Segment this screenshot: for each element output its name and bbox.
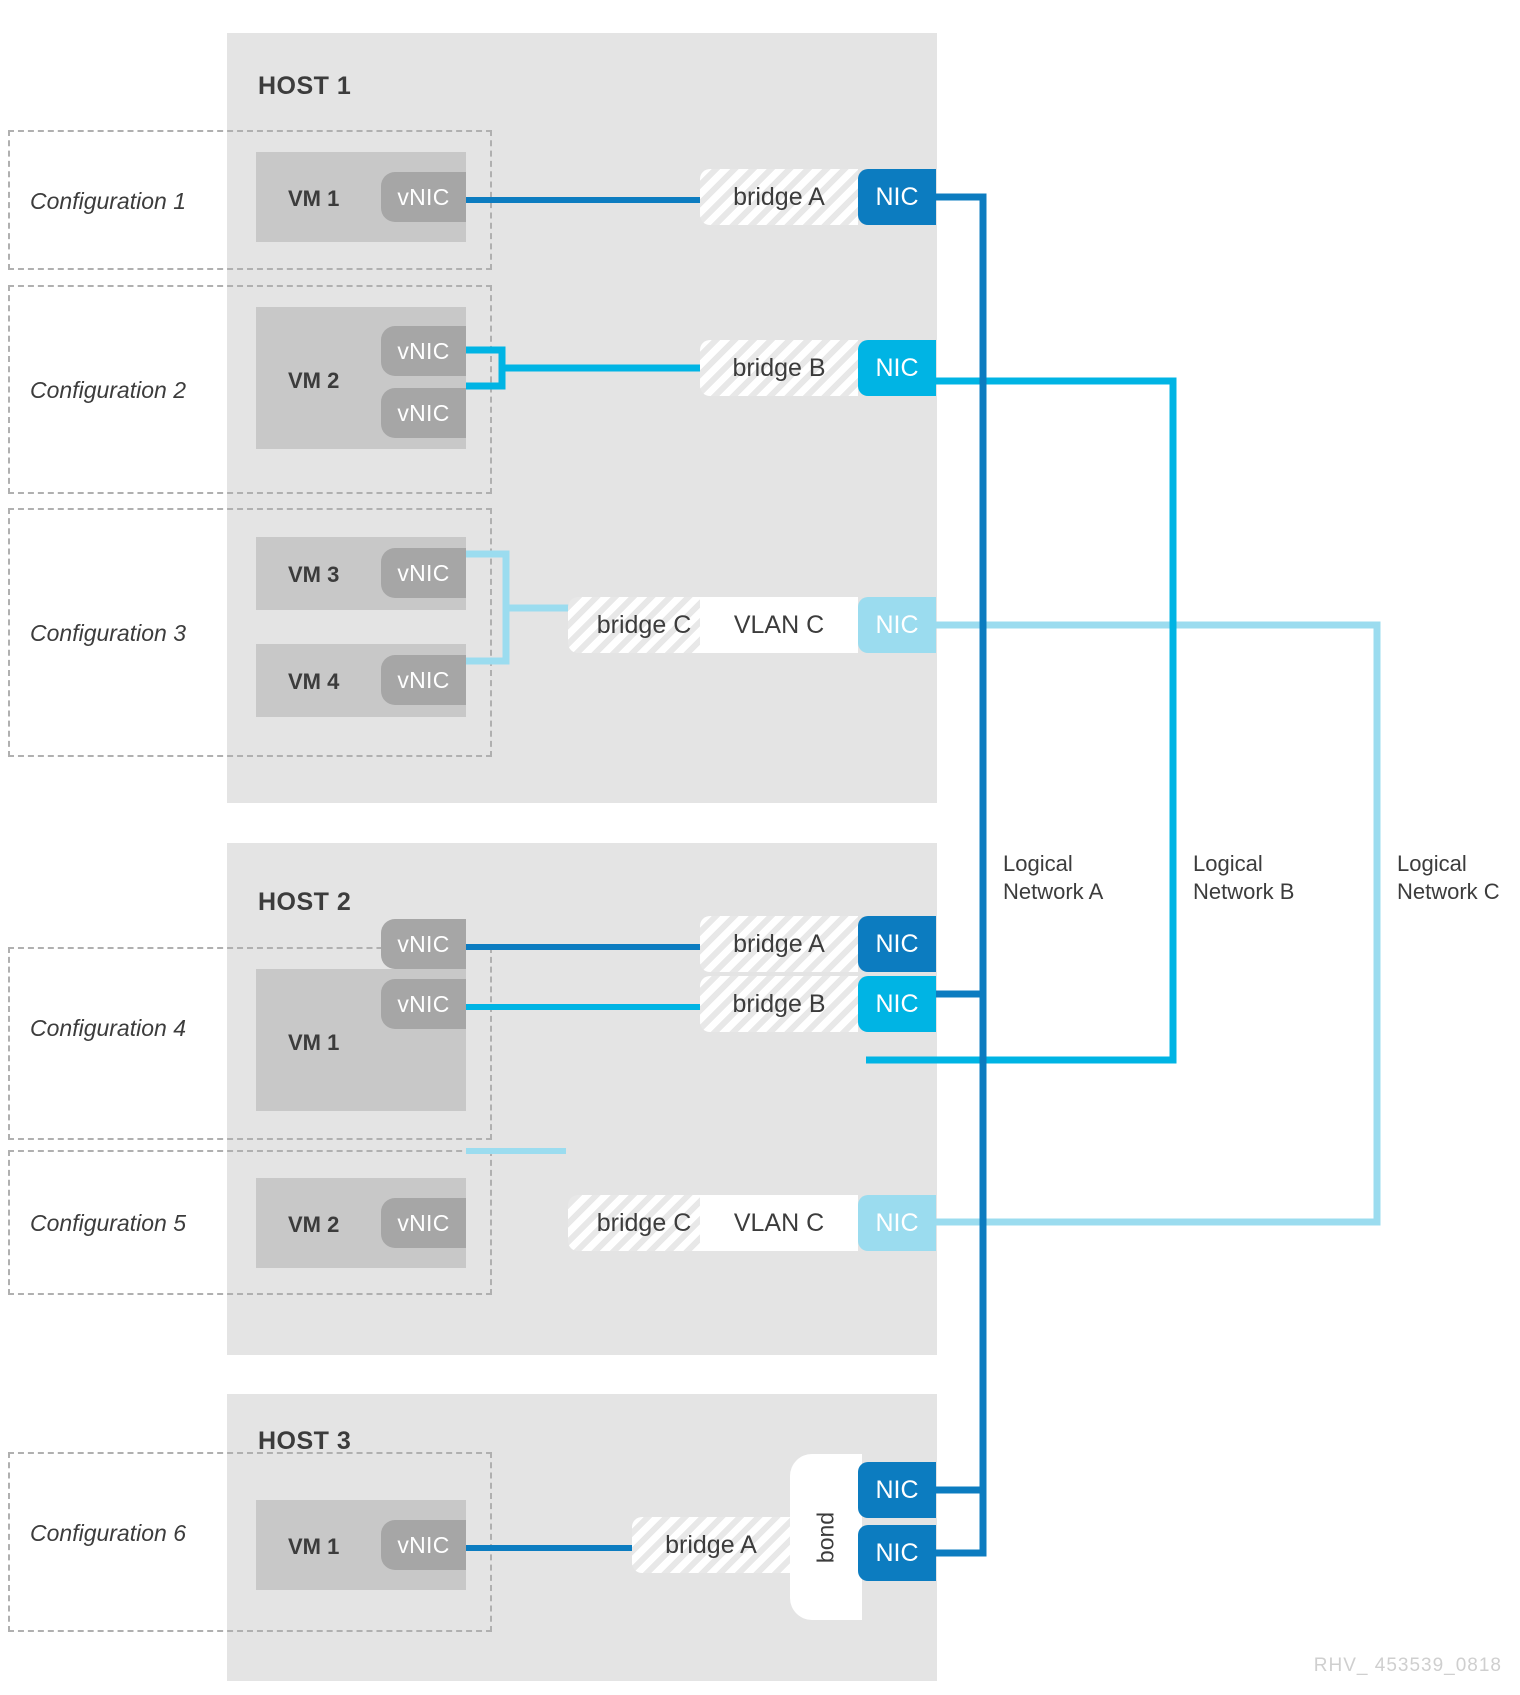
bridge-h1-b[interactable]: bridge B bbox=[700, 340, 858, 396]
logical-network-a-label: Logical Network A bbox=[1003, 851, 1104, 904]
logical-network-b-label: Logical Network B bbox=[1193, 851, 1295, 904]
configuration-label-1: Configuration 1 bbox=[30, 188, 186, 214]
nic-h2-c[interactable]: NIC bbox=[858, 1195, 936, 1251]
vm-label-h2-vm2: VM 2 bbox=[288, 1212, 340, 1237]
configuration-label-4: Configuration 4 bbox=[30, 1015, 186, 1041]
bridge-h1-a[interactable]: bridge A bbox=[700, 169, 858, 225]
configuration-box-4 bbox=[8, 947, 492, 1140]
nic-h1-c[interactable]: NIC bbox=[858, 597, 936, 653]
wire-h2-vm1-bridgea bbox=[466, 944, 700, 950]
vnic-h3-vm1-0[interactable]: vNIC bbox=[381, 1520, 466, 1570]
nic-h2-a[interactable]: NIC bbox=[858, 916, 936, 972]
vnic-h2-vm2-0[interactable]: vNIC bbox=[381, 1198, 466, 1248]
bridge-h3-a[interactable]: bridge A bbox=[632, 1517, 790, 1573]
vnic-h1-vm1-0[interactable]: vNIC bbox=[381, 172, 466, 222]
vm-label-h3-vm1: VM 1 bbox=[288, 1534, 340, 1559]
vnic-h2-vm1-1[interactable]: vNIC bbox=[381, 979, 466, 1029]
bond-label-h3: bond bbox=[812, 1511, 839, 1564]
logical-network-c-label: Logical Network C bbox=[1397, 851, 1500, 904]
vm-label-h1-vm1: VM 1 bbox=[288, 186, 340, 211]
configuration-label-3: Configuration 3 bbox=[30, 620, 186, 646]
nic-h3-bond-0[interactable]: NIC bbox=[858, 1462, 936, 1518]
vnic-h1-vm4-0[interactable]: vNIC bbox=[381, 655, 466, 705]
configuration-label-6: Configuration 6 bbox=[30, 1520, 186, 1546]
wire-h1-vm34-bracket bbox=[466, 550, 572, 665]
vnic-h2-vm1-0[interactable]: vNIC bbox=[381, 919, 466, 969]
vm-label-h1-vm4: VM 4 bbox=[288, 669, 340, 694]
bridge-h2-c[interactable]: bridge C bbox=[568, 1195, 720, 1251]
nic-h2-b[interactable]: NIC bbox=[858, 976, 936, 1032]
configuration-label-2: Configuration 2 bbox=[30, 377, 186, 403]
wire-h1-vm2-bracket bbox=[466, 346, 710, 390]
bridge-h2-b[interactable]: bridge B bbox=[700, 976, 858, 1032]
vnic-h1-vm2-1[interactable]: vNIC bbox=[381, 388, 466, 438]
vlan-h1-c[interactable]: VLAN C bbox=[700, 597, 858, 653]
vnic-h1-vm3-0[interactable]: vNIC bbox=[381, 548, 466, 598]
wire-h2-vm2-bridgec bbox=[466, 1148, 566, 1154]
vm-label-h2-vm1: VM 1 bbox=[288, 1030, 340, 1055]
configuration-box-5 bbox=[8, 1150, 492, 1295]
host-title-2: HOST 2 bbox=[258, 888, 352, 916]
vm-label-h1-vm3: VM 3 bbox=[288, 562, 340, 587]
nic-h1-b[interactable]: NIC bbox=[858, 340, 936, 396]
configuration-label-5: Configuration 5 bbox=[30, 1210, 186, 1236]
nic-h1-a[interactable]: NIC bbox=[858, 169, 936, 225]
wire-h3-vm1-bridgea bbox=[466, 1545, 632, 1551]
bridge-h2-a[interactable]: bridge A bbox=[700, 916, 858, 972]
host-title-3: HOST 3 bbox=[258, 1427, 352, 1455]
bond-block-h3 bbox=[790, 1454, 862, 1620]
nic-h3-bond-1[interactable]: NIC bbox=[858, 1525, 936, 1581]
bridge-h1-c[interactable]: bridge C bbox=[568, 597, 720, 653]
configuration-box-6 bbox=[8, 1452, 492, 1632]
configuration-box-3 bbox=[8, 508, 492, 757]
wire-h1-vm1-bridgea bbox=[466, 197, 700, 203]
vm-label-h1-vm2: VM 2 bbox=[288, 368, 340, 393]
host-title-1: HOST 1 bbox=[258, 72, 352, 100]
footer-document-id: RHV_ 453539_0818 bbox=[1313, 1655, 1502, 1676]
wire-h2-vm1-bridgeb bbox=[466, 1004, 700, 1010]
vnic-h1-vm2-0[interactable]: vNIC bbox=[381, 326, 466, 376]
vlan-h2-c[interactable]: VLAN C bbox=[700, 1195, 858, 1251]
